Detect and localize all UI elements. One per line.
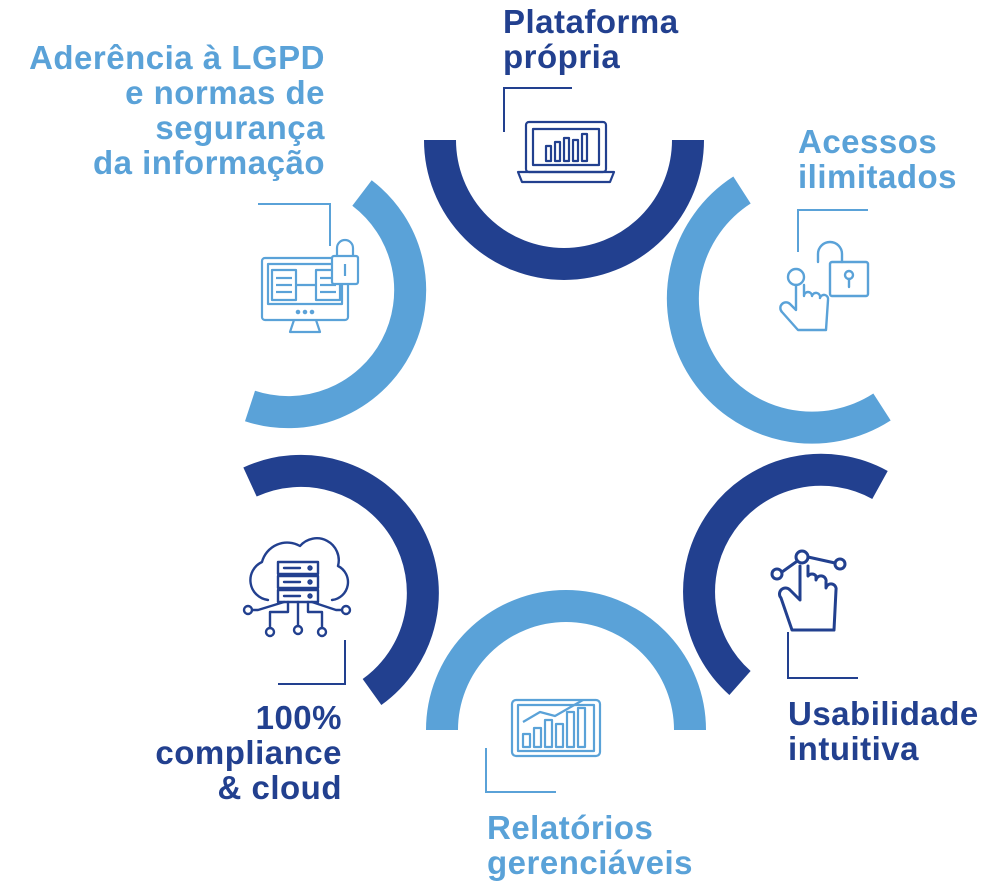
laptop-chart-icon [516, 120, 616, 184]
label-relatorios-line-1: Relatórios [487, 809, 654, 846]
secure-monitor-icon [260, 238, 360, 334]
label-usabilidade: Usabilidade intuitiva [788, 696, 979, 766]
label-compliance: 100% compliance & cloud [155, 700, 342, 805]
arc-relatorios [426, 590, 706, 731]
arc-usabilidade [683, 453, 888, 695]
arc-compliance [243, 454, 439, 705]
label-compliance-line-2: compliance [155, 734, 342, 771]
label-plataforma: Plataforma própria [503, 4, 679, 74]
unlock-touch-icon [779, 240, 870, 332]
label-lgpd-line-2: e normas de [125, 74, 325, 111]
label-plataforma-line-1: Plataforma [503, 3, 679, 40]
label-lgpd-line-4: da informação [92, 144, 325, 181]
connector-compliance [278, 640, 346, 685]
label-lgpd-line-1: Aderência à LGPD [29, 39, 325, 76]
label-compliance-line-3: & cloud [217, 769, 342, 806]
connector-plataforma [503, 87, 572, 132]
label-lgpd-line-3: segurança [155, 109, 325, 146]
arc-acessos [666, 176, 891, 444]
cloud-server-icon [242, 537, 352, 638]
connector-lgpd [258, 203, 331, 246]
label-plataforma-line-2: própria [503, 38, 621, 75]
label-acessos-line-1: Acessos [798, 123, 938, 160]
arc-lgpd [245, 180, 427, 429]
connector-usabilidade [787, 632, 858, 679]
label-relatorios: Relatórios gerenciáveis [487, 810, 693, 880]
touch-gesture-icon [770, 549, 847, 632]
label-usabilidade-line-2: intuitiva [788, 730, 920, 767]
arc-plataforma [424, 139, 704, 280]
report-chart-icon [510, 698, 602, 758]
label-lgpd: Aderência à LGPD e normas de segurança d… [29, 40, 325, 180]
label-relatorios-line-2: gerenciáveis [487, 844, 693, 881]
label-acessos-line-2: ilimitados [798, 158, 958, 195]
connector-acessos [797, 209, 868, 252]
connector-relatorios [485, 748, 556, 793]
label-usabilidade-line-1: Usabilidade [788, 695, 979, 732]
label-acessos: Acessos ilimitados [798, 124, 957, 194]
label-compliance-line-1: 100% [255, 699, 342, 736]
